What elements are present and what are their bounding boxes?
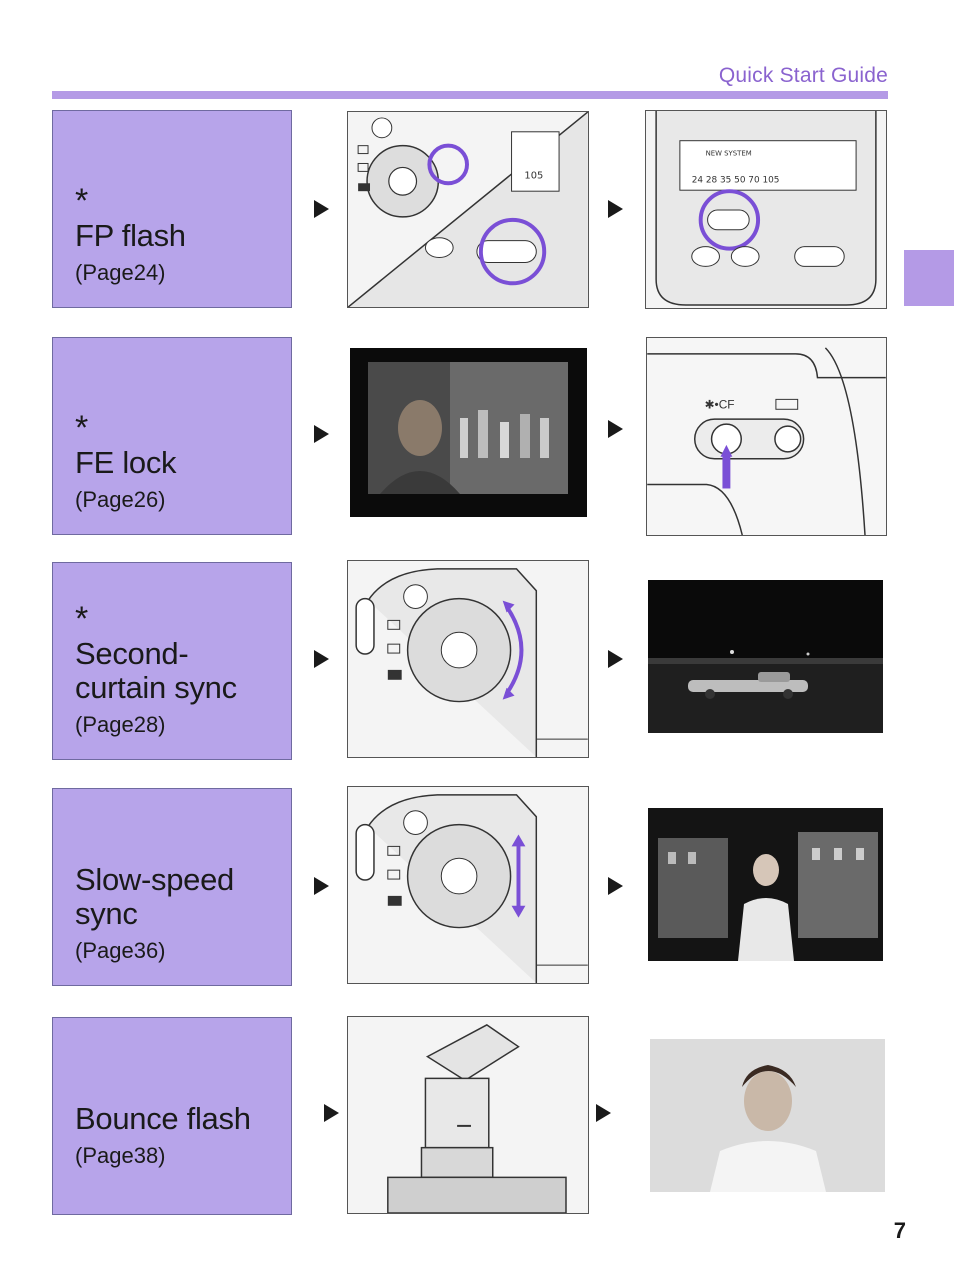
arrow-right-icon [314,200,329,218]
viewfinder-photo [350,348,587,517]
fe-lock-button-illustration: ✱•CF [646,337,887,536]
feature-page-ref[interactable]: (Page28) [75,712,166,737]
arrow-right-icon [314,425,329,443]
feature-title: FE lock [75,445,177,480]
arrow-right-icon [596,1104,611,1122]
bounce-flash-head-illustration [347,1016,589,1214]
feature-title-line-2: sync [75,896,138,931]
arrow-right-icon [608,420,623,438]
star-marker: * [75,182,89,220]
flash-control-panel-illustration: NEW SYSTEM 24 28 35 50 70 105 [645,110,887,309]
arrow-right-icon [608,650,623,668]
zoom-readout: 105 [524,170,543,181]
feature-label-second-curtain-sync: * Second- curtain sync (Page28) [52,562,292,760]
feature-label-fe-lock: * FE lock (Page26) [52,337,292,535]
svg-text:NEW SYSTEM: NEW SYSTEM [706,150,752,158]
feature-title: FP flash [75,218,186,253]
feature-title-line-1: Second- [75,636,189,671]
mode-dial-rotate-illustration [347,560,589,758]
night-car-photo [648,580,883,733]
svg-text:24 28 35 50 70 105: 24 28 35 50 70 105 [692,175,780,185]
mode-dial-and-flash-illustration: 105 [347,111,589,308]
section-side-tab [904,250,954,306]
feature-page-ref[interactable]: (Page24) [75,260,166,285]
arrow-right-icon [608,877,623,895]
header-rule [52,91,888,99]
feature-title: Bounce flash [75,1101,251,1136]
feature-label-slow-speed-sync: Slow-speed sync (Page36) [52,788,292,986]
feature-label-bounce-flash: Bounce flash (Page38) [52,1017,292,1215]
feature-page-ref[interactable]: (Page38) [75,1143,166,1168]
feature-label-fp-flash: * FP flash (Page24) [52,110,292,308]
fe-lock-button-label: ✱•CF [705,397,735,411]
feature-title-line-1: Slow-speed [75,862,234,897]
night-portrait-photo [648,808,883,961]
arrow-right-icon [324,1104,339,1122]
star-marker: * [75,409,89,447]
feature-page-ref[interactable]: (Page36) [75,938,166,963]
arrow-right-icon [314,877,329,895]
arrow-right-icon [608,200,623,218]
page-number: 7 [893,1218,906,1243]
feature-title-line-2: curtain sync [75,670,237,705]
arrow-right-icon [314,650,329,668]
star-marker: * [75,600,89,638]
bounce-portrait-photo [650,1039,885,1192]
feature-page-ref[interactable]: (Page26) [75,487,166,512]
page-header-title: Quick Start Guide [718,64,888,87]
mode-dial-set-illustration [347,786,589,984]
